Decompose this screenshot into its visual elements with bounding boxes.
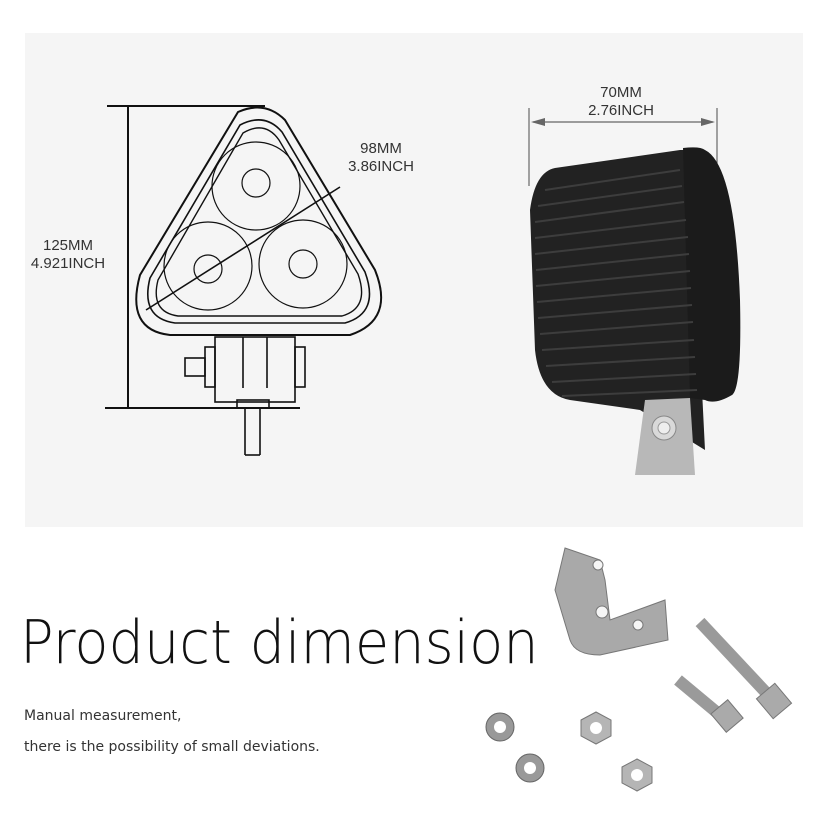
front-width-inch: 3.86INCH — [348, 158, 414, 175]
front-height-label: 125MM 4.921INCH — [18, 237, 118, 273]
front-width-label: 98MM 3.86INCH — [336, 140, 426, 176]
note-line-1: Manual measurement, — [24, 708, 182, 724]
side-depth-mm: 70MM — [600, 84, 642, 101]
side-view-photo — [528, 108, 741, 475]
side-depth-label: 70MM 2.76INCH — [576, 84, 666, 120]
note-line-2: there is the possibility of small deviat… — [24, 739, 320, 755]
led-lenses — [163, 141, 348, 311]
mount-bracket — [184, 336, 306, 456]
mounting-hardware — [485, 547, 793, 792]
front-height-mm: 125MM — [42, 237, 94, 254]
page-title: Product dimension — [20, 608, 539, 678]
front-height-inch: 4.921INCH — [30, 255, 106, 272]
heat-sink-fins — [534, 169, 698, 397]
front-width-mm: 98MM — [360, 140, 402, 157]
front-view-diagram — [105, 105, 383, 456]
side-depth-inch: 2.76INCH — [588, 102, 654, 119]
